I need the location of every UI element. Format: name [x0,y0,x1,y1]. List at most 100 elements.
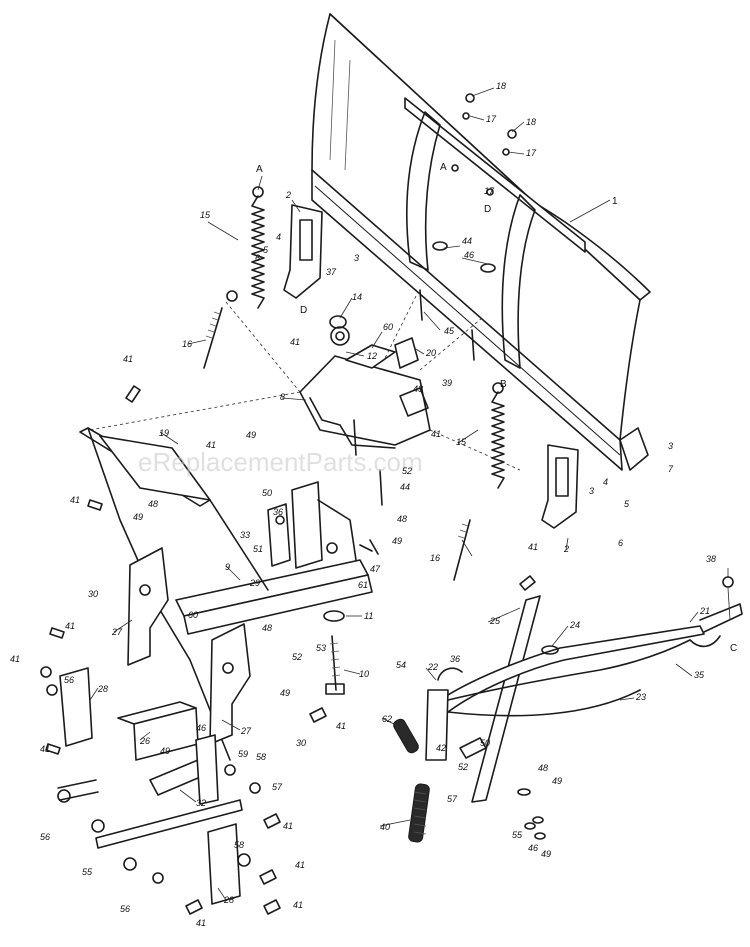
cotter-pins [45,385,536,915]
leader-line [443,245,461,249]
lift-arm-center [267,481,357,569]
callout-56b: 56 [40,832,50,842]
callout-52c: 52 [458,762,468,772]
leader-line [281,397,307,401]
callout-49c: 49 [280,688,290,698]
push-frame [79,427,373,761]
leader-line [619,697,635,701]
hand-grip-upper [393,718,419,754]
callout-29: 29 [249,578,260,588]
eye-bolt-left [203,307,223,369]
callout-55: 55 [512,830,523,840]
leader-line [343,669,361,675]
bolt-10 [323,610,345,695]
callout-41d: 41 [65,621,75,631]
callout-33: 33 [240,530,250,540]
callout-48c: 48 [397,514,407,524]
leader-line [221,719,241,731]
leader-line [551,625,569,647]
spring-left [226,186,265,309]
lift-lever-assembly [425,576,743,803]
callout-32: 32 [196,798,206,808]
leader-line [139,731,151,741]
callout-50: 50 [262,488,272,498]
hand-grip-lower [408,783,430,843]
callout-41k: 41 [336,721,346,731]
callout-2b: 2 [563,544,569,554]
callout-24: 24 [569,620,580,630]
lower-hitch-frame [57,667,243,905]
callout-57b: 57 [272,782,283,792]
callout-5b: 5 [624,499,630,509]
callout-3c: 3 [589,486,594,496]
leader-line [471,87,495,97]
callout-41m: 41 [290,337,300,347]
callout-B: B [500,379,507,390]
callout-A: A [256,164,263,175]
callout-50b: 50 [480,738,490,748]
blade-fasteners [451,93,517,196]
callout-47: 47 [370,564,381,574]
callout-45: 45 [444,326,455,336]
leader-line [257,175,263,191]
callout-53: 53 [316,643,326,653]
leader-line [565,537,569,551]
callout-41c: 41 [70,495,80,505]
callout-D: D [300,305,307,316]
callout-6b: 6 [618,538,623,548]
leader-line [113,619,133,633]
callout-28: 28 [97,684,108,694]
callout-58: 58 [256,752,266,762]
leader-line [89,687,99,701]
callout-54: 54 [396,660,406,670]
callout-17: 17 [486,114,497,124]
callout-44: 44 [462,236,472,246]
upper-bolts [329,241,496,555]
spring-right [491,382,505,489]
callout-60: 60 [383,322,393,332]
callout-28b: 28 [223,895,234,905]
callout-17b: 17 [526,148,537,158]
leader-line [379,819,411,827]
leader-line [457,429,479,444]
alignment-lines [89,295,521,471]
washers-right [517,788,546,840]
leader-line [469,115,485,121]
callout-8: 8 [280,392,285,402]
leader-line [291,199,301,213]
callout-52b: 52 [292,652,302,662]
callout-7: 7 [668,464,674,474]
callout-10: 10 [359,669,369,679]
leader-line [207,221,239,241]
callout-46: 46 [464,250,474,260]
leader-line [425,667,437,681]
callout-5: 5 [263,245,269,255]
callout-51: 51 [253,544,263,554]
leader-line [371,331,383,349]
callout-52: 52 [402,466,412,476]
plow-blade [311,13,651,471]
leader-line [569,199,611,223]
callout-6: 6 [255,253,260,263]
callout-57: 57 [447,794,458,804]
callout-22: 22 [427,662,438,672]
pivot-frame [299,326,431,449]
callout-60b: 60 [188,610,198,620]
callout-35: 35 [694,670,705,680]
callout-2: 2 [285,190,291,200]
callout-23: 23 [635,692,646,702]
callout-labels: 1 2 2 3 3 3 4 4 5 5 6 6 7 8 9 10 11 12 1… [10,81,737,928]
leader-line [511,121,525,133]
leader-line [339,297,353,319]
leader-line [675,663,693,677]
callout-59: 59 [238,749,248,759]
callout-48b: 48 [262,623,272,633]
callout-26: 26 [139,736,150,746]
callout-41j: 41 [196,918,206,928]
callout-58b: 58 [234,840,244,850]
watermark: eReplacementParts.com [138,447,423,477]
callout-41i: 41 [293,900,303,910]
callout-41e: 41 [10,654,20,664]
side-plate-left [127,547,169,666]
